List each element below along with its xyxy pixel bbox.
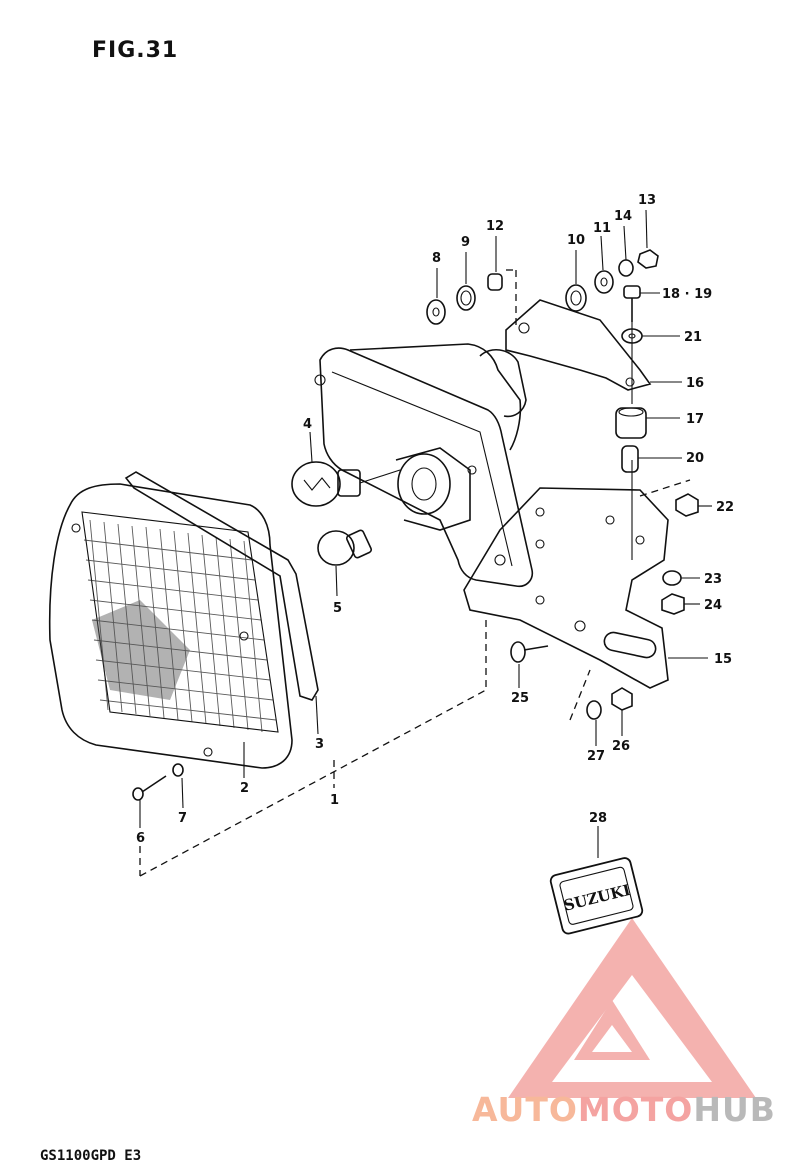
grommet-10 xyxy=(565,284,587,312)
callout-3: 3 xyxy=(315,737,324,752)
callout-17: 17 xyxy=(686,412,704,427)
washer-7 xyxy=(172,763,184,777)
collar-20 xyxy=(621,445,639,473)
gasket xyxy=(124,471,319,701)
washer-8 xyxy=(426,299,446,325)
callout-23: 23 xyxy=(704,572,722,587)
callout-22: 22 xyxy=(716,500,734,515)
watermark-logo xyxy=(508,918,756,1098)
watermark-text-hub: HUB xyxy=(693,1090,776,1129)
callout-10: 10 xyxy=(567,233,585,248)
callout-21: 21 xyxy=(684,330,702,345)
bolt-18-19 xyxy=(623,285,641,322)
figure-title: FIG.31 xyxy=(92,38,179,63)
callout-1: 1 xyxy=(330,793,339,808)
callout-labels: 1 2 3 4 5 6 7 8 9 10 11 12 13 14 15 16 1… xyxy=(136,193,734,846)
nut-13 xyxy=(637,249,659,269)
nut-22 xyxy=(675,493,699,517)
watermark-text-auto: AUTO xyxy=(472,1090,578,1129)
nut-24 xyxy=(661,593,685,615)
screw-6 xyxy=(132,775,167,801)
callout-8: 8 xyxy=(432,251,441,266)
callout-6: 6 xyxy=(136,831,145,846)
nut-26 xyxy=(611,687,633,711)
callout-9: 9 xyxy=(461,235,470,250)
lamp-housing xyxy=(314,343,534,588)
callout-5: 5 xyxy=(333,601,342,616)
callout-20: 20 xyxy=(686,451,704,466)
callout-27: 27 xyxy=(587,749,605,764)
washer-27 xyxy=(586,700,602,720)
bracket-16 xyxy=(505,299,652,391)
washer-14 xyxy=(618,259,634,277)
callout-18-19: 18 · 19 xyxy=(662,287,712,302)
callout-16: 16 xyxy=(686,376,704,391)
bulb-4 xyxy=(291,461,401,507)
callout-24: 24 xyxy=(704,598,722,613)
callout-26: 26 xyxy=(612,739,630,754)
watermark-text-moto: MOTO xyxy=(577,1090,694,1129)
leader-lines xyxy=(139,209,712,877)
model-code: GS1100GPD E3 xyxy=(40,1148,142,1164)
callout-13: 13 xyxy=(638,193,656,208)
lens-grid xyxy=(83,519,277,733)
cushion-17 xyxy=(615,407,647,439)
tail-lens xyxy=(48,483,293,769)
bracket-15 xyxy=(463,487,669,689)
grommet-9 xyxy=(456,285,476,311)
callout-4: 4 xyxy=(303,417,312,432)
callout-11: 11 xyxy=(593,221,611,236)
washer-11 xyxy=(594,270,614,294)
watermark-text: AUTOMOTOHUB xyxy=(472,1090,776,1129)
bolt-25 xyxy=(510,641,549,663)
washer-23 xyxy=(662,570,682,586)
callout-15: 15 xyxy=(714,652,732,667)
callout-2: 2 xyxy=(240,781,249,796)
callout-7: 7 xyxy=(178,811,187,826)
callout-28: 28 xyxy=(589,811,607,826)
callout-25: 25 xyxy=(511,691,529,706)
collar-12 xyxy=(487,273,503,291)
bulb-5 xyxy=(317,529,373,566)
callout-14: 14 xyxy=(614,209,632,224)
emblem-plate: SUZUKI xyxy=(549,857,644,935)
callout-12: 12 xyxy=(486,219,504,234)
